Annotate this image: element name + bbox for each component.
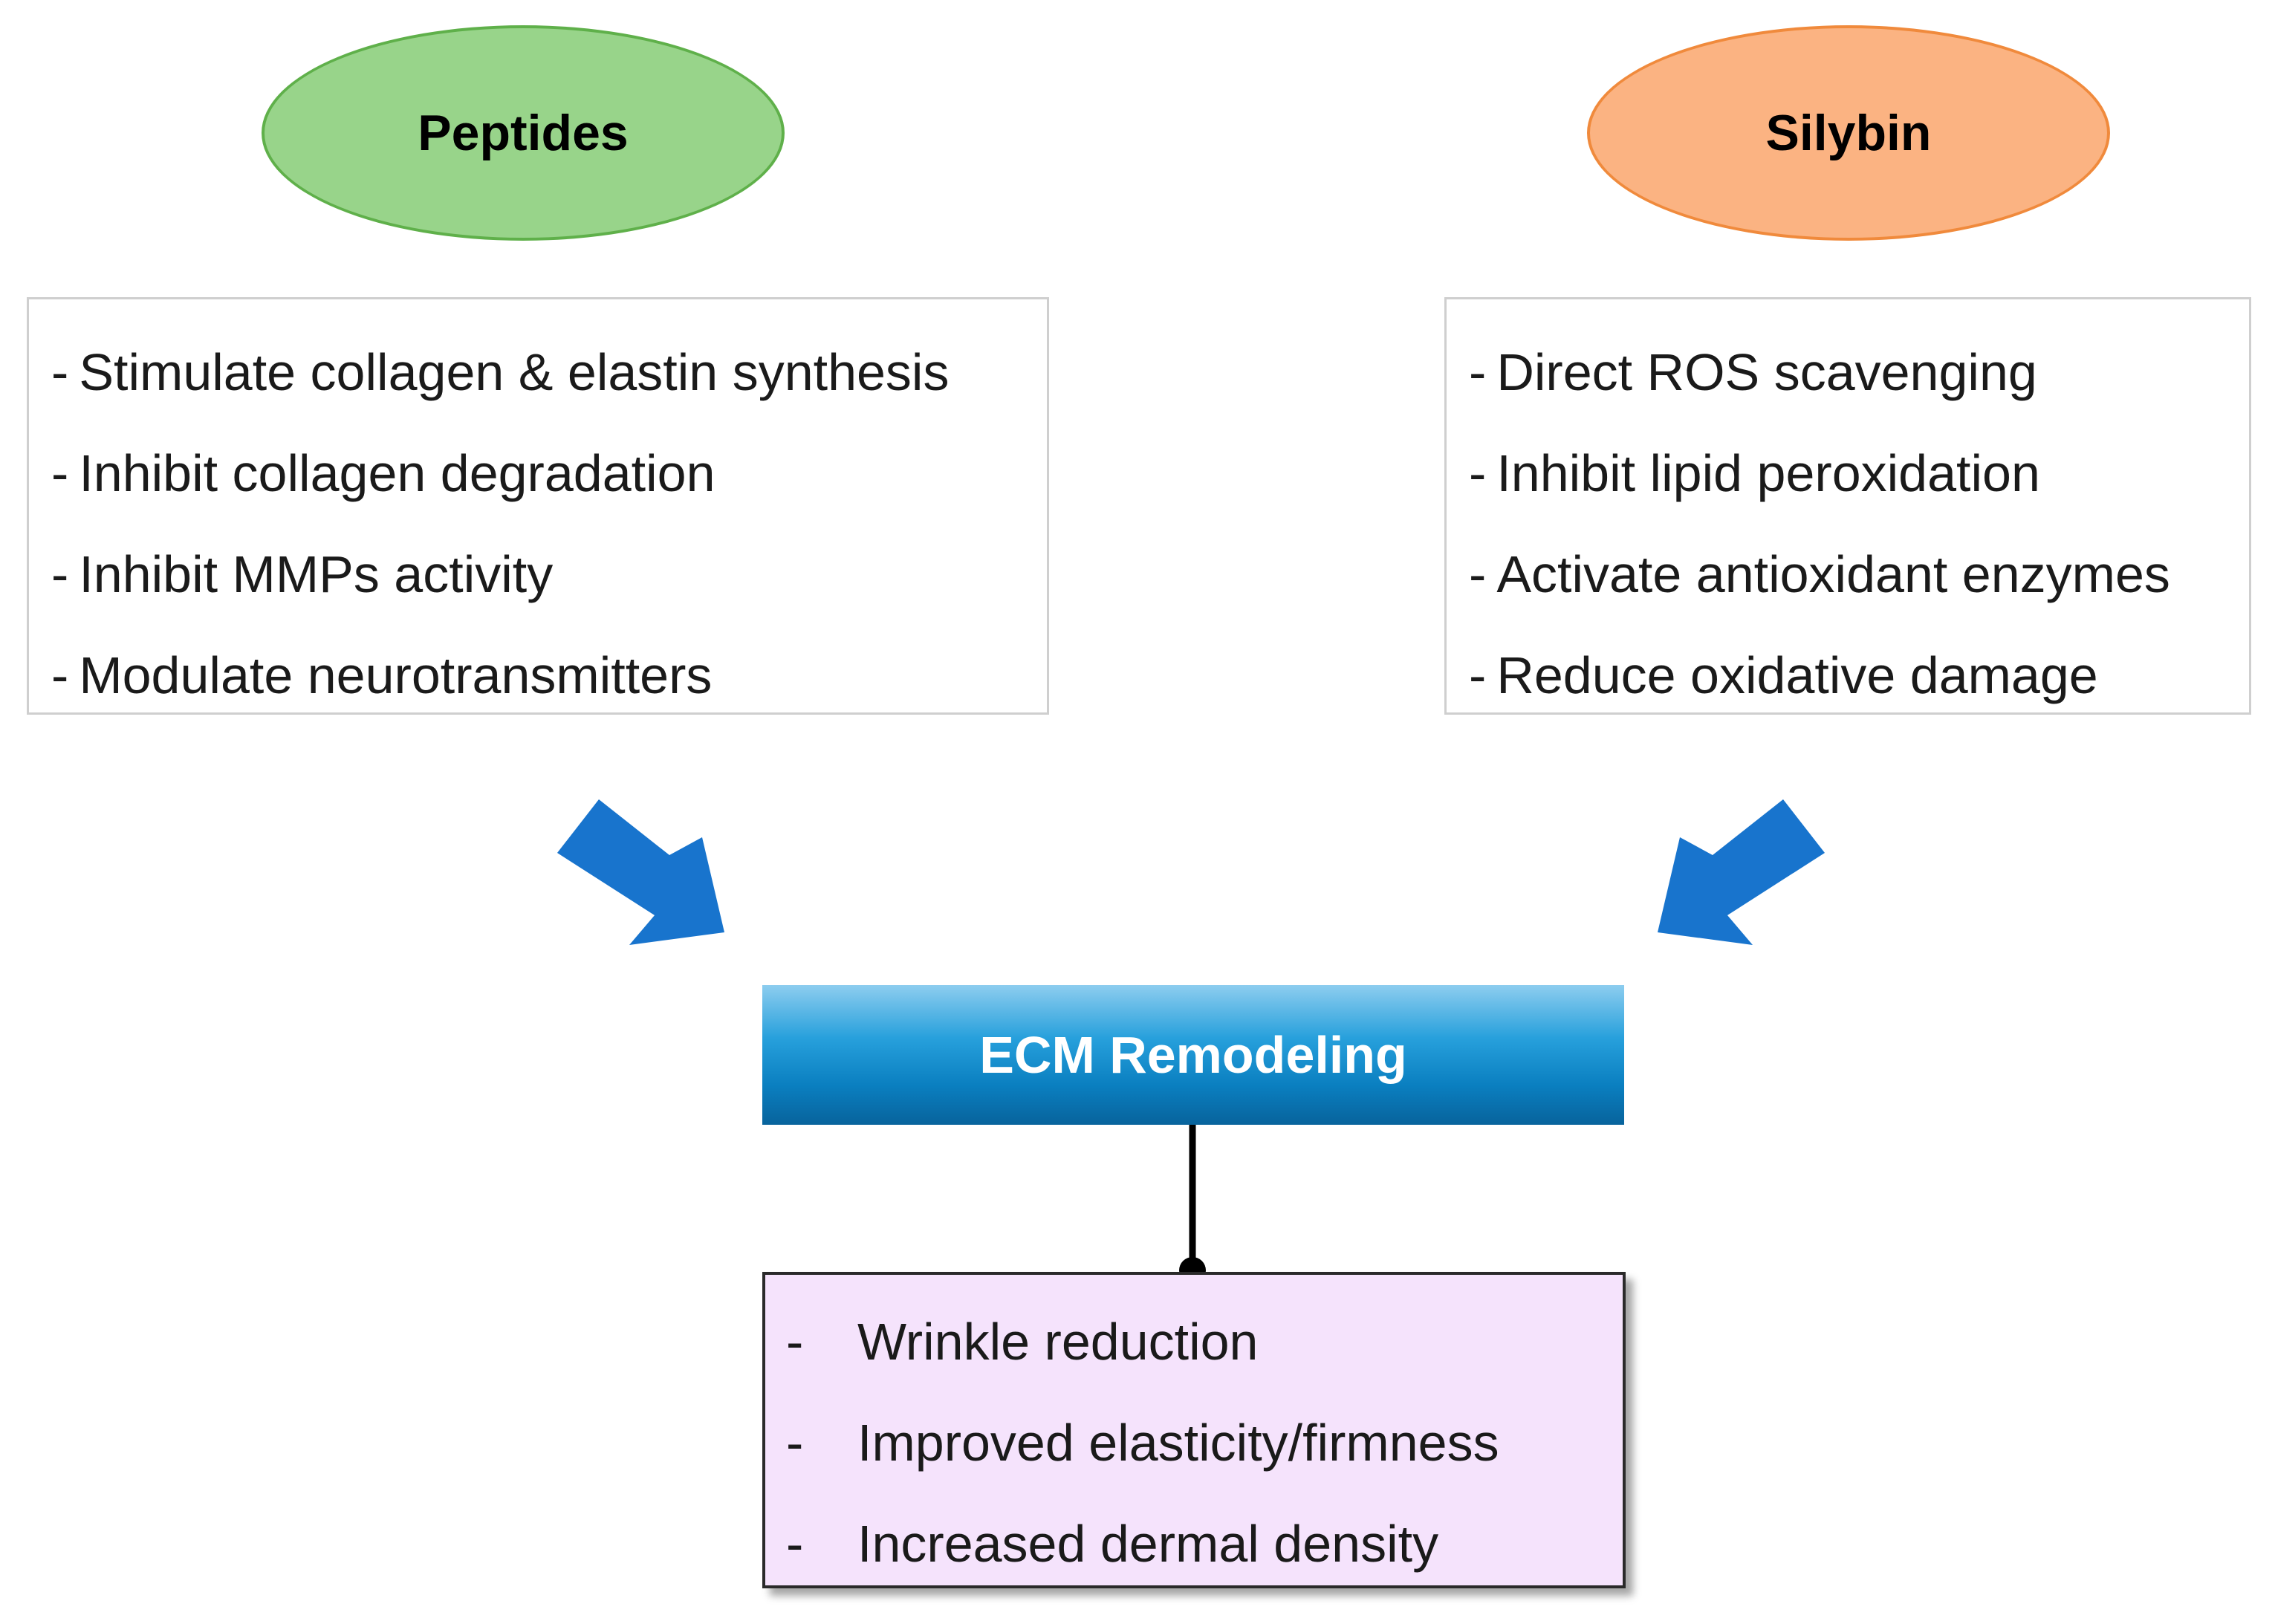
list-item: -Activate antioxidant enzymes bbox=[1469, 545, 2170, 603]
list-item-text: Inhibit lipid peroxidation bbox=[1496, 444, 2040, 502]
outcomes-box: -Wrinkle reduction -Improved elasticity/… bbox=[762, 1272, 1626, 1588]
list-item-text: Improved elasticity/firmness bbox=[857, 1414, 1499, 1472]
list-item: -Direct ROS scavenging bbox=[1469, 343, 2037, 401]
list-item: -Improved elasticity/firmness bbox=[786, 1414, 1499, 1472]
outcomes-list: -Wrinkle reduction -Improved elasticity/… bbox=[786, 1291, 1623, 1594]
arrow-down-left-icon bbox=[1658, 799, 1825, 945]
list-item: -Stimulate collagen & elastin synthesis bbox=[51, 343, 950, 401]
peptides-effects-list: -Stimulate collagen & elastin synthesis … bbox=[51, 322, 1047, 726]
list-item: -Inhibit MMPs activity bbox=[51, 545, 554, 603]
list-item: -Wrinkle reduction bbox=[786, 1313, 1259, 1371]
list-item-text: Stimulate collagen & elastin synthesis bbox=[79, 343, 950, 401]
peptides-effects-box: -Stimulate collagen & elastin synthesis … bbox=[27, 297, 1049, 715]
list-item-text: Inhibit MMPs activity bbox=[79, 545, 554, 603]
list-item-text: Wrinkle reduction bbox=[857, 1313, 1259, 1371]
silybin-effects-list: -Direct ROS scavenging -Inhibit lipid pe… bbox=[1469, 322, 2249, 726]
ecm-remodeling-title: ECM Remodeling bbox=[979, 1026, 1407, 1084]
list-item-text: Modulate neurotransmitters bbox=[79, 646, 713, 704]
peptides-title: Peptides bbox=[418, 105, 629, 161]
silybin-effects-box: -Direct ROS scavenging -Inhibit lipid pe… bbox=[1444, 297, 2251, 715]
list-item-text: Reduce oxidative damage bbox=[1496, 646, 2098, 704]
list-item-text: Activate antioxidant enzymes bbox=[1496, 545, 2170, 603]
arrow-down-right-icon bbox=[557, 799, 724, 945]
list-item: -Increased dermal density bbox=[786, 1515, 1439, 1573]
list-item-text: Inhibit collagen degradation bbox=[79, 444, 715, 502]
list-item: -Inhibit lipid peroxidation bbox=[1469, 444, 2040, 502]
list-item-text: Direct ROS scavenging bbox=[1496, 343, 2037, 401]
peptides-node: Peptides bbox=[262, 25, 785, 241]
silybin-node: Silybin bbox=[1587, 25, 2110, 241]
ecm-remodeling-node: ECM Remodeling bbox=[762, 985, 1624, 1125]
list-item: -Reduce oxidative damage bbox=[1469, 646, 2098, 704]
list-item: -Modulate neurotransmitters bbox=[51, 646, 713, 704]
list-item: -Inhibit collagen degradation bbox=[51, 444, 715, 502]
list-item-text: Increased dermal density bbox=[857, 1515, 1439, 1573]
silybin-title: Silybin bbox=[1765, 105, 1932, 161]
